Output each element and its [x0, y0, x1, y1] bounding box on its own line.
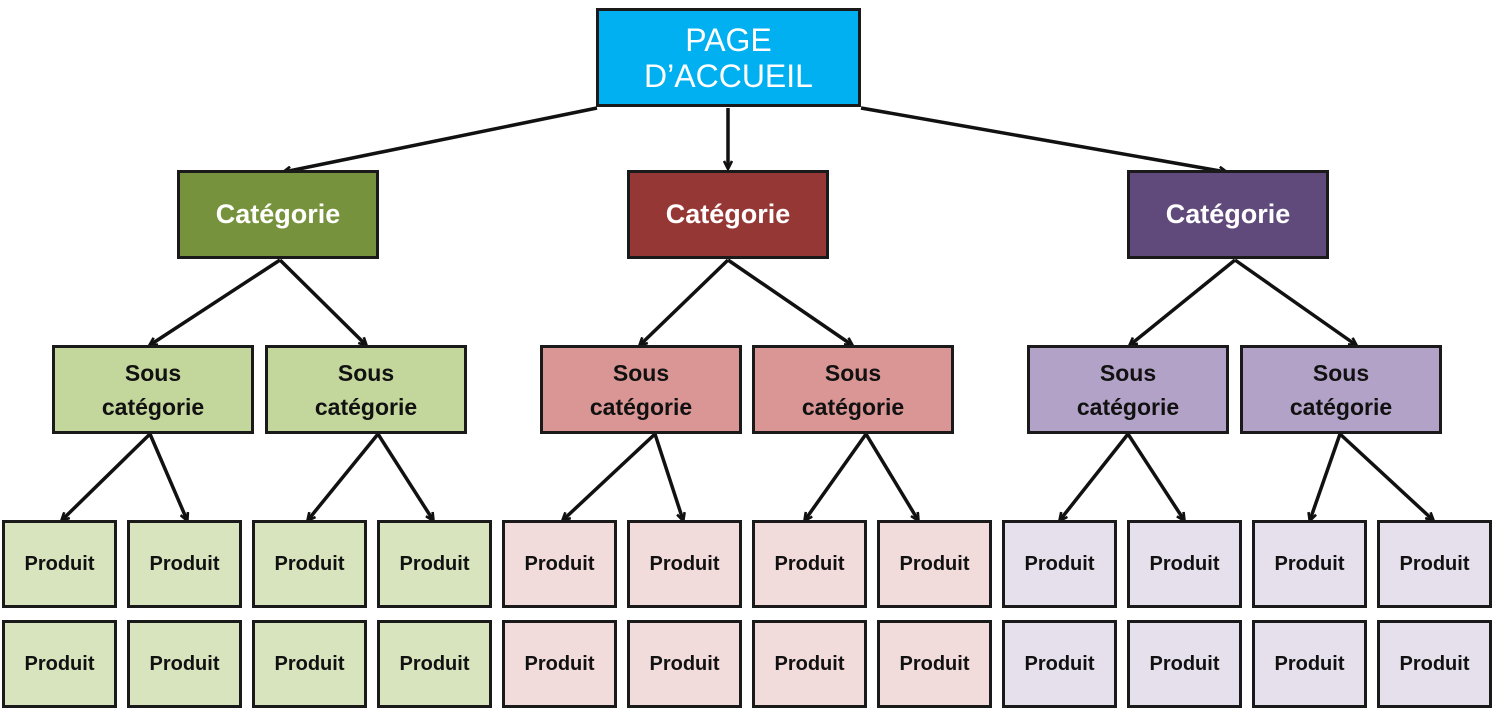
subcategory-label-line1: Sous [1312, 359, 1370, 386]
product-node: Produit [2, 620, 117, 708]
connector-arrow [860, 106, 1226, 172]
product-label: Produit [1399, 652, 1470, 675]
product-node: Produit [752, 620, 867, 708]
subcategory-label-line1: Sous [612, 359, 670, 386]
product-label: Produit [774, 552, 845, 575]
product-node: Produit [877, 520, 992, 608]
product-node: Produit [252, 620, 367, 708]
connector-arrow [1310, 433, 1342, 520]
product-node: Produit [377, 620, 492, 708]
connector-arrow [62, 432, 152, 520]
product-label: Produit [1399, 552, 1470, 575]
product-node: Produit [752, 520, 867, 608]
product-label: Produit [524, 552, 595, 575]
subcategory-label-line1: Sous [124, 359, 182, 386]
product-node: Produit [1127, 520, 1242, 608]
subcategory-label-line1: Sous [824, 359, 882, 386]
product-node: Produit [1252, 620, 1367, 708]
connector-arrow [1060, 432, 1130, 520]
product-node: Produit [1377, 620, 1492, 708]
category-label: Catégorie [215, 199, 341, 229]
product-node: Produit [627, 520, 742, 608]
product-label: Produit [649, 552, 720, 575]
subcategory-node-3a: Sous catégorie [1027, 345, 1229, 434]
category-node-3: Catégorie [1127, 170, 1329, 259]
connector-arrow [150, 258, 281, 345]
product-node: Produit [252, 520, 367, 608]
product-label: Produit [274, 552, 345, 575]
subcategory-label-line2: catégorie [589, 393, 693, 420]
product-node: Produit [877, 620, 992, 708]
category-label: Catégorie [665, 199, 791, 229]
product-label: Produit [1024, 652, 1095, 675]
subcategory-label-line2: catégorie [1289, 393, 1393, 420]
product-label: Produit [149, 652, 220, 675]
subcategory-label-line1: Sous [337, 359, 395, 386]
product-label: Produit [274, 652, 345, 675]
product-node: Produit [1377, 520, 1492, 608]
product-node: Produit [502, 620, 617, 708]
subcategory-label-line2: catégorie [101, 393, 205, 420]
product-node: Produit [2, 520, 117, 608]
product-node: Produit [502, 520, 617, 608]
category-label: Catégorie [1165, 199, 1291, 229]
category-node-2: Catégorie [627, 170, 829, 259]
home-page-label-line1: PAGE [685, 21, 772, 58]
product-label: Produit [1274, 552, 1345, 575]
home-page-label-line2: D’ACCUEIL [644, 57, 813, 94]
connector-arrow [376, 433, 433, 520]
product-label: Produit [899, 552, 970, 575]
product-node: Produit [1127, 620, 1242, 708]
product-node: Produit [377, 520, 492, 608]
product-label: Produit [149, 552, 220, 575]
subcategory-node-3b: Sous catégorie [1240, 345, 1442, 434]
product-label: Produit [1149, 652, 1220, 675]
product-node: Produit [1002, 620, 1117, 708]
subcategory-node-1b: Sous catégorie [265, 345, 467, 434]
product-label: Produit [24, 652, 95, 675]
product-node: Produit [127, 620, 242, 708]
connector-arrow [308, 432, 380, 520]
subcategory-label-line1: Sous [1099, 359, 1157, 386]
subcategory-node-2a: Sous catégorie [540, 345, 742, 434]
subcategory-label-line2: catégorie [1076, 393, 1180, 420]
connector-arrow [1338, 432, 1433, 520]
product-label: Produit [899, 652, 970, 675]
product-label: Produit [774, 652, 845, 675]
connector-arrow [1233, 258, 1356, 345]
subcategory-label-line2: catégorie [801, 393, 905, 420]
connector-arrow [864, 433, 918, 520]
product-label: Produit [649, 652, 720, 675]
product-label: Produit [1274, 652, 1345, 675]
connector-arrow [284, 106, 598, 172]
connector-arrow [727, 258, 852, 345]
product-label: Produit [1024, 552, 1095, 575]
subcategory-node-2b: Sous catégorie [752, 345, 954, 434]
product-node: Produit [627, 620, 742, 708]
product-label: Produit [399, 652, 470, 675]
connector-arrow [1130, 258, 1237, 345]
subcategory-node-1a: Sous catégorie [52, 345, 254, 434]
product-node: Produit [127, 520, 242, 608]
subcategory-label-line2: catégorie [314, 393, 418, 420]
connector-arrow [1126, 433, 1184, 520]
connector-arrow [148, 433, 187, 520]
connector-arrow [640, 258, 730, 345]
product-label: Produit [24, 552, 95, 575]
home-page-node: PAGE D’ACCUEIL [596, 8, 861, 107]
product-label: Produit [399, 552, 470, 575]
connector-arrow [278, 258, 366, 345]
connector-arrow [805, 432, 868, 520]
product-label: Produit [524, 652, 595, 675]
connector-arrow [563, 432, 657, 520]
connector-arrow [653, 433, 683, 520]
category-node-1: Catégorie [177, 170, 379, 259]
product-label: Produit [1149, 552, 1220, 575]
product-node: Produit [1252, 520, 1367, 608]
product-node: Produit [1002, 520, 1117, 608]
